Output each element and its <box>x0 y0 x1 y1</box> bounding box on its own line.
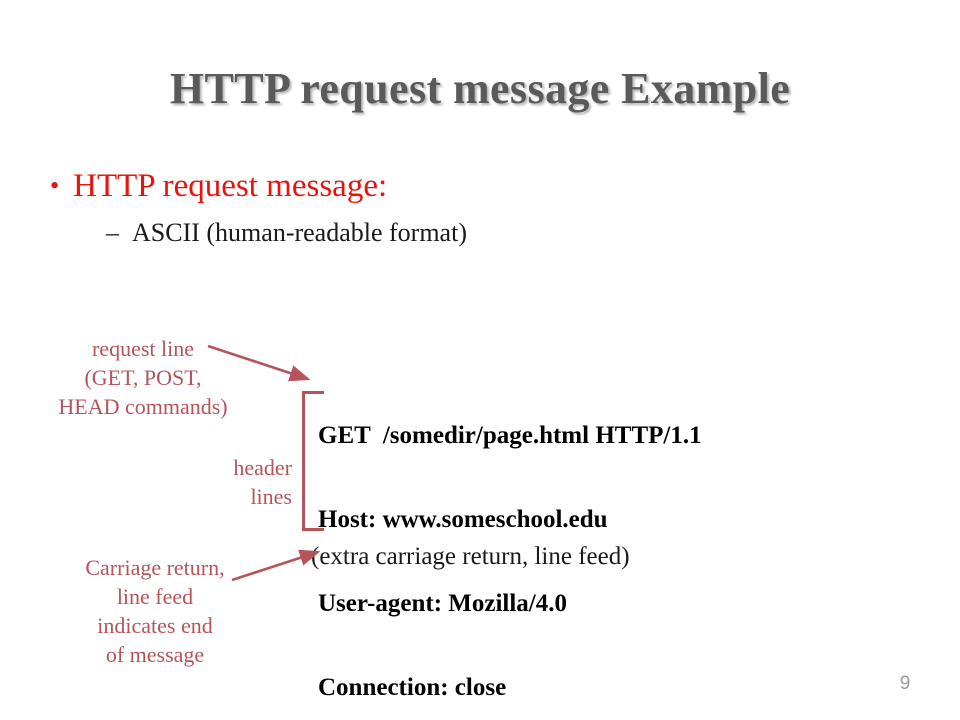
extra-crlf-note: (extra carriage return, line feed) <box>311 543 630 570</box>
annotation-carriage-return-line-3: indicates end <box>97 613 213 638</box>
annotation-header-lines-line-2: lines <box>250 484 292 509</box>
annotation-header-lines-line-1: header <box>233 455 292 480</box>
annotation-request-line: request line (GET, POST, HEAD commands) <box>18 334 268 421</box>
annotation-carriage-return-line-4: of message <box>105 642 205 667</box>
annotation-request-line-line-1: request line <box>91 336 195 361</box>
bullet-level2-label: ASCII (human-readable format) <box>132 218 467 247</box>
message-line-host: Host: www.someschool.edu <box>318 506 608 533</box>
annotation-carriage-return-line-1: Carriage return, <box>85 555 225 580</box>
message-line-connection: Connection: close <box>318 674 507 701</box>
message-line-user-agent: User-agent: Mozilla/4.0 <box>318 590 567 617</box>
page-title: HTTP request message Example <box>169 64 791 113</box>
annotation-header-lines: header lines <box>152 453 292 511</box>
bullet-level1-label: HTTP request message: <box>73 168 388 204</box>
header-lines-bracket-icon <box>302 391 324 531</box>
annotation-request-line-line-2: (GET, POST, <box>84 365 202 390</box>
annotation-carriage-return-line-2: line feed <box>116 584 194 609</box>
annotation-carriage-return: Carriage return, line feed indicates end… <box>30 553 280 669</box>
http-request-message-block: GET /somedir/page.html HTTP/1.1 Host: ww… <box>318 366 702 720</box>
message-line-request: GET /somedir/page.html HTTP/1.1 <box>318 422 702 449</box>
bullet-marker-icon: • <box>50 171 60 200</box>
dash-marker-icon: – <box>106 218 119 247</box>
page-number: 9 <box>899 673 911 694</box>
annotation-request-line-line-3: HEAD commands) <box>58 394 228 419</box>
bullet-level1: • HTTP request message: <box>50 166 387 206</box>
bullet-level2: – ASCII (human-readable format) <box>106 216 467 250</box>
